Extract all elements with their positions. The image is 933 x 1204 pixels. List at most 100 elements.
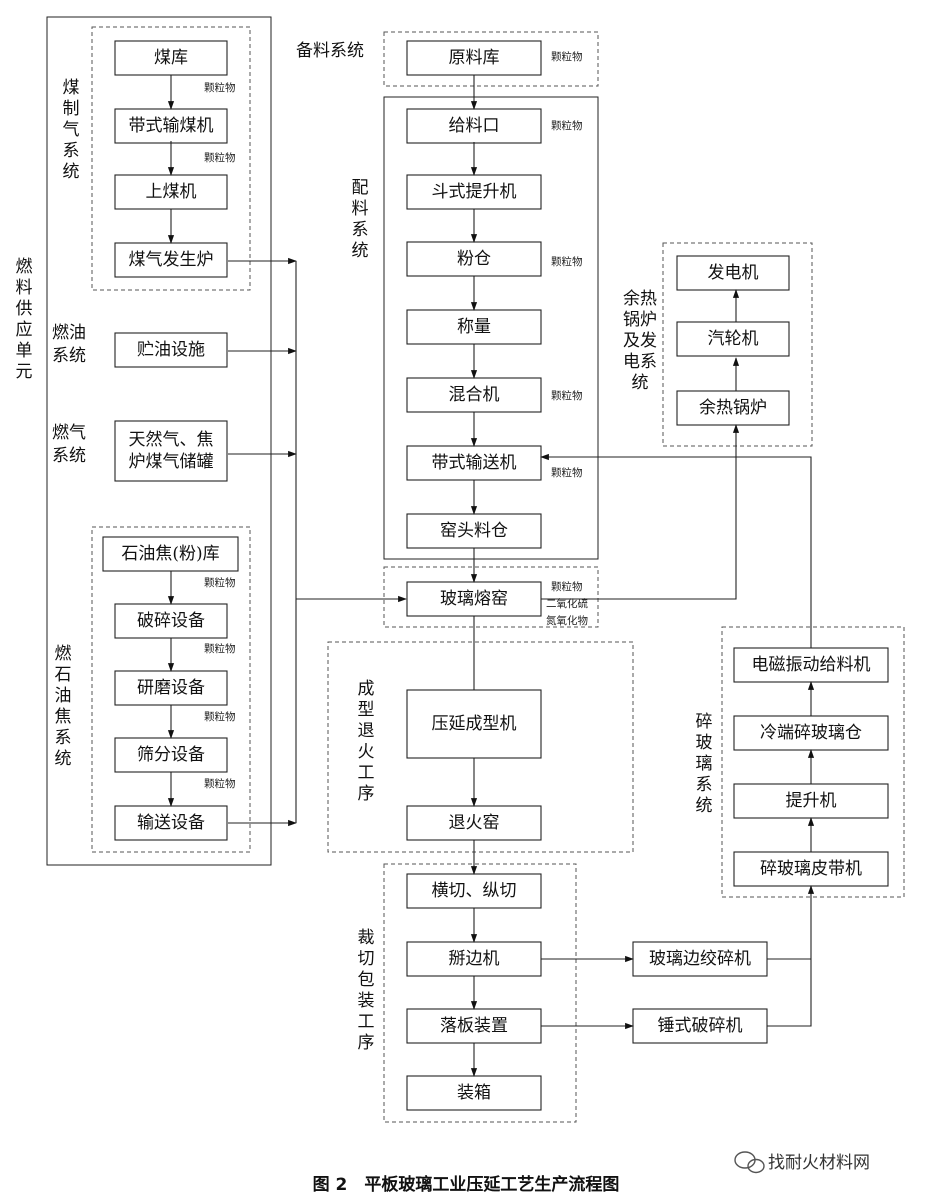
oil-storage-label: 贮油设施 — [137, 340, 205, 360]
lifter-box: 提升机 — [733, 783, 889, 819]
cross-cut-label: 横切、纵切 — [432, 881, 517, 901]
so2-note: 二氧化硫 — [546, 597, 588, 610]
plate-drop-label: 落板装置 — [440, 1016, 508, 1036]
cutting-process-label: 裁切包装工序 — [358, 928, 375, 1053]
cullet-belt-label: 碎玻璃皮带机 — [760, 859, 862, 879]
packing-box: 装箱 — [406, 1075, 542, 1111]
particulate-note: 颗粒物 — [204, 710, 236, 723]
crusher-box: 破碎设备 — [114, 603, 228, 639]
prep-system-frame — [383, 31, 599, 87]
screener-box: 筛分设备 — [114, 737, 228, 773]
packing-label: 装箱 — [457, 1083, 491, 1103]
petcoke-system-frame — [91, 526, 251, 853]
batching-system-label: 配料系统 — [352, 178, 369, 261]
annealing-box: 退火窑 — [406, 805, 542, 841]
mixer-label: 混合机 — [449, 385, 500, 405]
particulate-note: 颗粒物 — [204, 81, 236, 94]
generator-box: 发电机 — [676, 255, 790, 291]
cold-cullet-bin-box: 冷端碎玻璃仓 — [733, 715, 889, 751]
coal-gas-system-label: 煤制气系统 — [63, 78, 80, 182]
calender-box: 压延成型机 — [406, 689, 542, 759]
particulate-note: 颗粒物 — [551, 50, 583, 63]
weighing-label: 称量 — [457, 317, 491, 337]
prep-system-label: 备料系统 — [296, 41, 364, 61]
particulate-note: 颗粒物 — [204, 777, 236, 790]
watermark-text: 找耐火材料网 — [768, 1153, 870, 1173]
coal-lift-box: 上煤机 — [114, 174, 228, 210]
particulate-note: 颗粒物 — [551, 466, 583, 479]
raw-store-box: 原料库 — [406, 40, 542, 76]
screener-label: 筛分设备 — [137, 745, 205, 765]
vib-feeder-label: 电磁振动给料机 — [752, 655, 871, 675]
feed-port-box: 给料口 — [406, 108, 542, 144]
hammer-crusher-label: 锤式破碎机 — [658, 1016, 743, 1036]
petcoke-store-box: 石油焦(粉)库 — [102, 536, 239, 572]
particulate-note: 颗粒物 — [551, 255, 583, 268]
kiln-bin-label: 窑头料仓 — [440, 521, 508, 541]
kiln-bin-box: 窑头料仓 — [406, 513, 542, 549]
oil-system-label: 燃油系统 — [52, 323, 86, 366]
furnace-frame — [383, 566, 599, 628]
cullet-belt-box: 碎玻璃皮带机 — [733, 851, 889, 887]
cross-cut-box: 横切、纵切 — [406, 873, 542, 909]
oil-storage-box: 贮油设施 — [114, 332, 228, 368]
coal-lift-label: 上煤机 — [146, 182, 197, 202]
coal-belt-label: 带式输煤机 — [129, 116, 214, 136]
particulate-note: 颗粒物 — [204, 642, 236, 655]
vib-feeder-box: 电磁振动给料机 — [733, 647, 889, 683]
coal-belt-box: 带式输煤机 — [114, 108, 228, 144]
cold-cullet-bin-label: 冷端碎玻璃仓 — [760, 723, 862, 743]
edge-crusher-box: 玻璃边绞碎机 — [632, 941, 768, 977]
edge-breaker-label: 掰边机 — [449, 949, 500, 969]
nox-note: 氮氧化物 — [546, 614, 588, 627]
conveyor-box: 输送设备 — [114, 805, 228, 841]
waste-heat-system-frame — [662, 242, 813, 447]
belt-conveyor-box: 带式输送机 — [406, 445, 542, 481]
raw-store-label: 原料库 — [449, 48, 500, 68]
gasifier-box: 煤气发生炉 — [114, 242, 228, 278]
gas-tank-2-label: 炉煤气储罐 — [129, 452, 214, 472]
belt-conveyor-label: 带式输送机 — [432, 453, 517, 473]
plate-drop-box: 落板装置 — [406, 1008, 542, 1044]
waste-heat-system-label: 余热锅炉及发电系统 — [623, 289, 657, 393]
gas-tank-1-label: 天然气、焦 — [129, 430, 214, 450]
coal-gas-system-frame — [91, 26, 251, 291]
figure-caption: 图 2 平板玻璃工业压延工艺生产流程图 — [313, 1174, 620, 1195]
boiler-box: 余热锅炉 — [676, 390, 790, 426]
bucket-elevator-box: 斗式提升机 — [406, 174, 542, 210]
particulate-note: 颗粒物 — [551, 580, 583, 593]
turbine-box: 汽轮机 — [676, 321, 790, 357]
bucket-elevator-label: 斗式提升机 — [432, 182, 517, 202]
wechat-icon — [734, 1151, 765, 1174]
boiler-label: 余热锅炉 — [699, 398, 767, 418]
cutting-process-frame — [383, 863, 577, 1123]
forming-process-frame — [327, 641, 634, 853]
edge-crusher-label: 玻璃边绞碎机 — [649, 949, 751, 969]
forming-process-label: 成型退火工序 — [358, 679, 375, 804]
fuel-unit-label: 燃料供应单元 — [16, 257, 33, 382]
particulate-note: 颗粒物 — [204, 151, 236, 164]
petcoke-system-label: 燃石油焦系统 — [55, 644, 72, 769]
powder-bin-box: 粉仓 — [406, 241, 542, 277]
furnace-box: 玻璃熔窑 — [406, 581, 542, 617]
weighing-box: 称量 — [406, 309, 542, 345]
grinder-label: 研磨设备 — [137, 678, 205, 698]
cullet-system-frame — [721, 626, 905, 898]
batching-system-frame — [383, 96, 599, 560]
fuel-supply-unit-frame — [46, 16, 272, 866]
coal-store-label: 煤库 — [154, 48, 188, 68]
turbine-label: 汽轮机 — [708, 329, 759, 349]
crusher-label: 破碎设备 — [137, 611, 205, 631]
annealing-label: 退火窑 — [449, 813, 500, 833]
gas-system-label: 燃气系统 — [52, 423, 86, 466]
hammer-crusher-box: 锤式破碎机 — [632, 1008, 768, 1044]
cullet-system-label: 碎玻璃系统 — [696, 712, 713, 816]
calender-label: 压延成型机 — [432, 714, 517, 734]
particulate-note: 颗粒物 — [204, 576, 236, 589]
mixer-box: 混合机 — [406, 377, 542, 413]
lifter-label: 提升机 — [786, 791, 837, 811]
petcoke-store-label: 石油焦(粉)库 — [121, 544, 219, 564]
particulate-note: 颗粒物 — [551, 119, 583, 132]
